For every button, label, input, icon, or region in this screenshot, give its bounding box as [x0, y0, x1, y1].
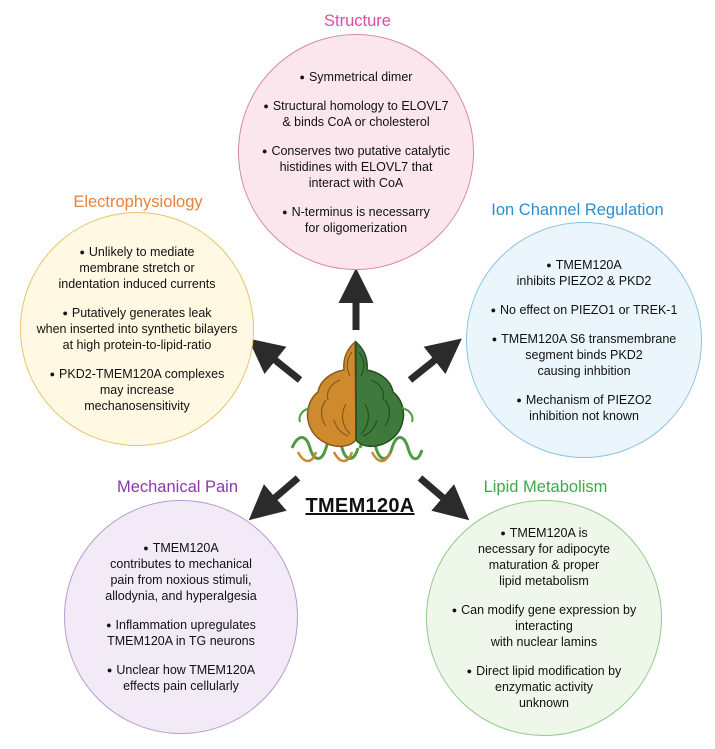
structure-title: Structure — [324, 12, 391, 30]
electrophysiology-title: Electrophysiology — [73, 193, 203, 211]
arrow-to-mechanical-pain — [248, 475, 301, 521]
ion-channel-item-2: ●No effect on PIEZO1 or TREK-1 — [490, 302, 678, 317]
structure-item-2: ●Structural homology to ELOVL7& binds Co… — [263, 98, 449, 129]
structure-bubble: ●Symmetrical dimer ●Structural homology … — [238, 34, 474, 270]
arrow-to-ion-channel — [407, 338, 462, 383]
center-label-tmem120a: TMEM120A — [305, 495, 415, 517]
arrow-to-lipid-metabolism — [417, 475, 470, 521]
structure-item-1: ●Symmetrical dimer — [299, 69, 413, 84]
arrow-to-electrophysiology — [248, 338, 303, 383]
ion-channel-regulation-title: Ion Channel Regulation — [491, 201, 664, 219]
structure-list: ●Symmetrical dimer ●Structural homology … — [262, 69, 450, 236]
mechanical-pain-title: Mechanical Pain — [116, 478, 239, 496]
lipid-metabolism-title: Lipid Metabolism — [483, 478, 608, 496]
protein-dimer-icon — [290, 340, 424, 463]
arrows — [248, 268, 470, 521]
